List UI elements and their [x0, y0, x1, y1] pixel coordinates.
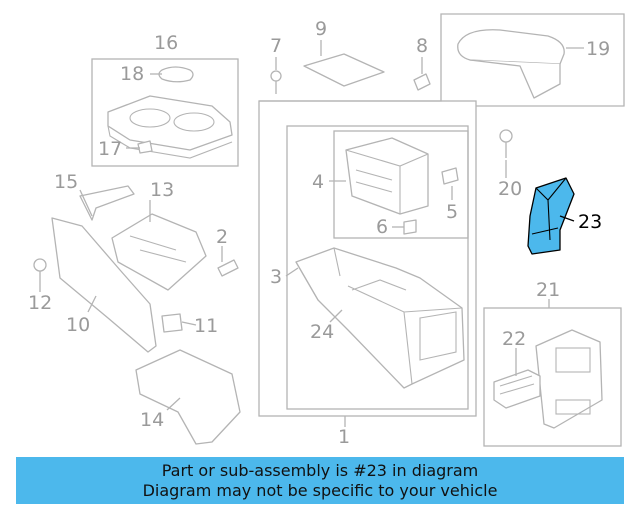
- callout-17: 17: [98, 138, 122, 160]
- part-23-body: [527, 177, 575, 255]
- banner-line-1: Part or sub-assembly is #23 in diagram: [161, 460, 479, 480]
- callout-22: 22: [502, 328, 526, 350]
- rear-vent-panel: [493, 329, 603, 429]
- callout-6: 6: [376, 216, 388, 238]
- fastener-20: [499, 129, 513, 158]
- cup-holder-insert: [107, 66, 233, 159]
- callout-10: 10: [66, 314, 90, 336]
- callout-19: 19: [586, 38, 610, 60]
- fastener-12: [33, 258, 47, 285]
- callout-24: 24: [310, 321, 334, 343]
- leader-lines: [39, 40, 584, 427]
- side-panel: [51, 217, 157, 353]
- rear-vent-group-box: [483, 307, 622, 447]
- armrest-lid: [457, 29, 565, 99]
- callout-16: 16: [154, 32, 178, 54]
- callout-14: 14: [140, 409, 164, 431]
- callout-2: 2: [216, 226, 228, 248]
- callout-18: 18: [120, 63, 144, 85]
- callout-5: 5: [446, 201, 458, 223]
- callout-12: 12: [28, 292, 52, 314]
- callout-13: 13: [150, 179, 174, 201]
- console-body: [295, 247, 465, 389]
- banner-line-2: Diagram may not be specific to your vehi…: [142, 480, 498, 500]
- callout-7: 7: [270, 35, 282, 57]
- cupholder-group-box: [91, 58, 239, 167]
- callout-15: 15: [54, 171, 78, 193]
- callout-1: 1: [338, 426, 350, 448]
- callout-23: 23: [578, 211, 602, 233]
- callout-20: 20: [498, 178, 522, 200]
- callout-11: 11: [194, 315, 218, 337]
- console-inner-box: [286, 125, 469, 410]
- fastener-8: [413, 73, 431, 91]
- callout-8: 8: [416, 35, 428, 57]
- pad-part: [303, 53, 385, 87]
- fastener-7: [270, 70, 282, 94]
- storage-bin: [345, 137, 459, 235]
- lower-trim: [135, 349, 241, 445]
- bin-group-box: [333, 130, 469, 239]
- part-23-detail: [531, 177, 567, 241]
- callout-4: 4: [312, 171, 324, 193]
- callout-21: 21: [536, 279, 560, 301]
- callout-9: 9: [315, 18, 327, 40]
- highlighted-part-23: [527, 177, 575, 255]
- console-bracket: [79, 185, 207, 291]
- top-right-bracket: [259, 13, 625, 107]
- clip-11: [161, 313, 183, 333]
- info-banner: Part or sub-assembly is #23 in diagram D…: [16, 457, 624, 504]
- callout-3: 3: [270, 266, 282, 288]
- fastener-2: [217, 259, 239, 277]
